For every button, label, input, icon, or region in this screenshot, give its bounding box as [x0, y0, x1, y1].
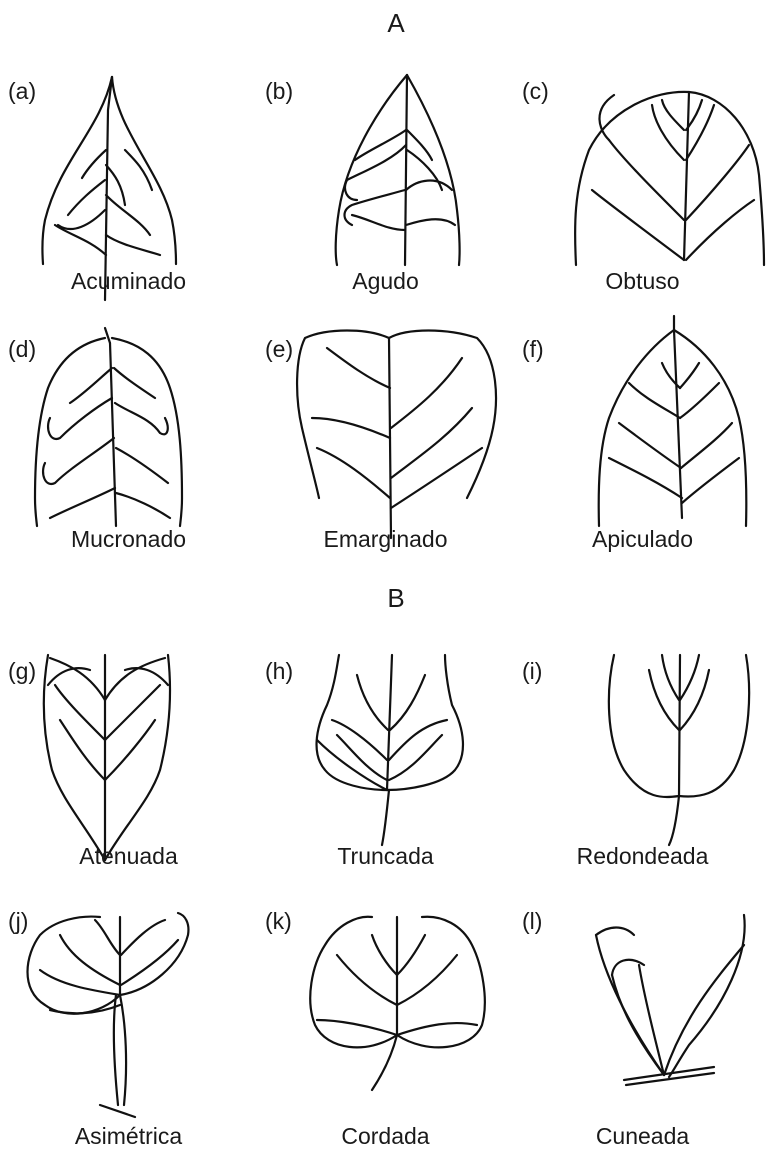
leaf-item-e: (e) Emarginado — [257, 338, 514, 558]
item-name: Cordada — [257, 1125, 514, 1148]
item-name: Mucronado — [0, 528, 257, 551]
acute-leaf-apex-icon — [257, 50, 514, 280]
leaf-item-g: (g) Atenuada — [0, 660, 257, 880]
item-name: Agudo — [257, 270, 514, 293]
cuneate-leaf-base-icon — [514, 895, 771, 1125]
leaf-item-i: (i) Redondeada — [514, 660, 771, 880]
item-name: Atenuada — [0, 845, 257, 868]
cordate-leaf-base-icon — [257, 895, 514, 1125]
leaf-item-l: (l) Cuneada — [514, 910, 771, 1150]
leaf-item-f: (f) Apiculado — [514, 338, 771, 558]
rounded-leaf-base-icon — [514, 630, 771, 860]
section-title-b: B — [376, 585, 416, 611]
apiculate-leaf-apex-icon — [514, 308, 771, 538]
attenuate-leaf-base-icon — [0, 630, 257, 860]
leaf-item-h: (h) Truncada — [257, 660, 514, 880]
leaf-item-d: (d) Mucronado — [0, 338, 257, 558]
item-name: Redondeada — [514, 845, 771, 868]
item-name: Emarginado — [257, 528, 514, 551]
leaf-item-c: (c) Obtuso — [514, 80, 771, 300]
item-name: Truncada — [257, 845, 514, 868]
emarginate-leaf-apex-icon — [257, 308, 514, 538]
item-name: Obtuso — [514, 270, 771, 293]
obtuse-leaf-apex-icon — [514, 50, 771, 280]
leaf-item-b: (b) Agudo — [257, 80, 514, 300]
leaf-item-k: (k) Cordada — [257, 910, 514, 1150]
acuminate-leaf-apex-icon — [0, 50, 257, 280]
item-name: Apiculado — [514, 528, 771, 551]
item-name: Cuneada — [514, 1125, 771, 1148]
leaf-item-a: (a) Acuminado — [0, 80, 257, 300]
leaf-item-j: (j) Asimétrica — [0, 910, 257, 1150]
item-name: Acuminado — [0, 270, 257, 293]
section-title-a: A — [376, 10, 416, 36]
truncate-leaf-base-icon — [257, 630, 514, 860]
asymmetric-leaf-base-icon — [0, 895, 257, 1125]
item-name: Asimétrica — [0, 1125, 257, 1148]
mucronate-leaf-apex-icon — [0, 308, 257, 538]
